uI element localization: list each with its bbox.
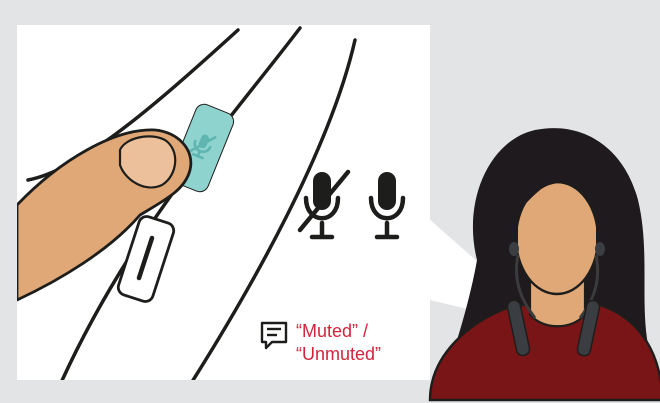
voice-prompt-line-1: “Muted” / xyxy=(296,320,436,343)
voice-prompt-text: “Muted” / “Unmuted” xyxy=(296,320,436,366)
earbud-right xyxy=(595,242,605,256)
earbud-left xyxy=(509,242,519,256)
voice-prompt-line-2: “Unmuted” xyxy=(296,343,436,366)
